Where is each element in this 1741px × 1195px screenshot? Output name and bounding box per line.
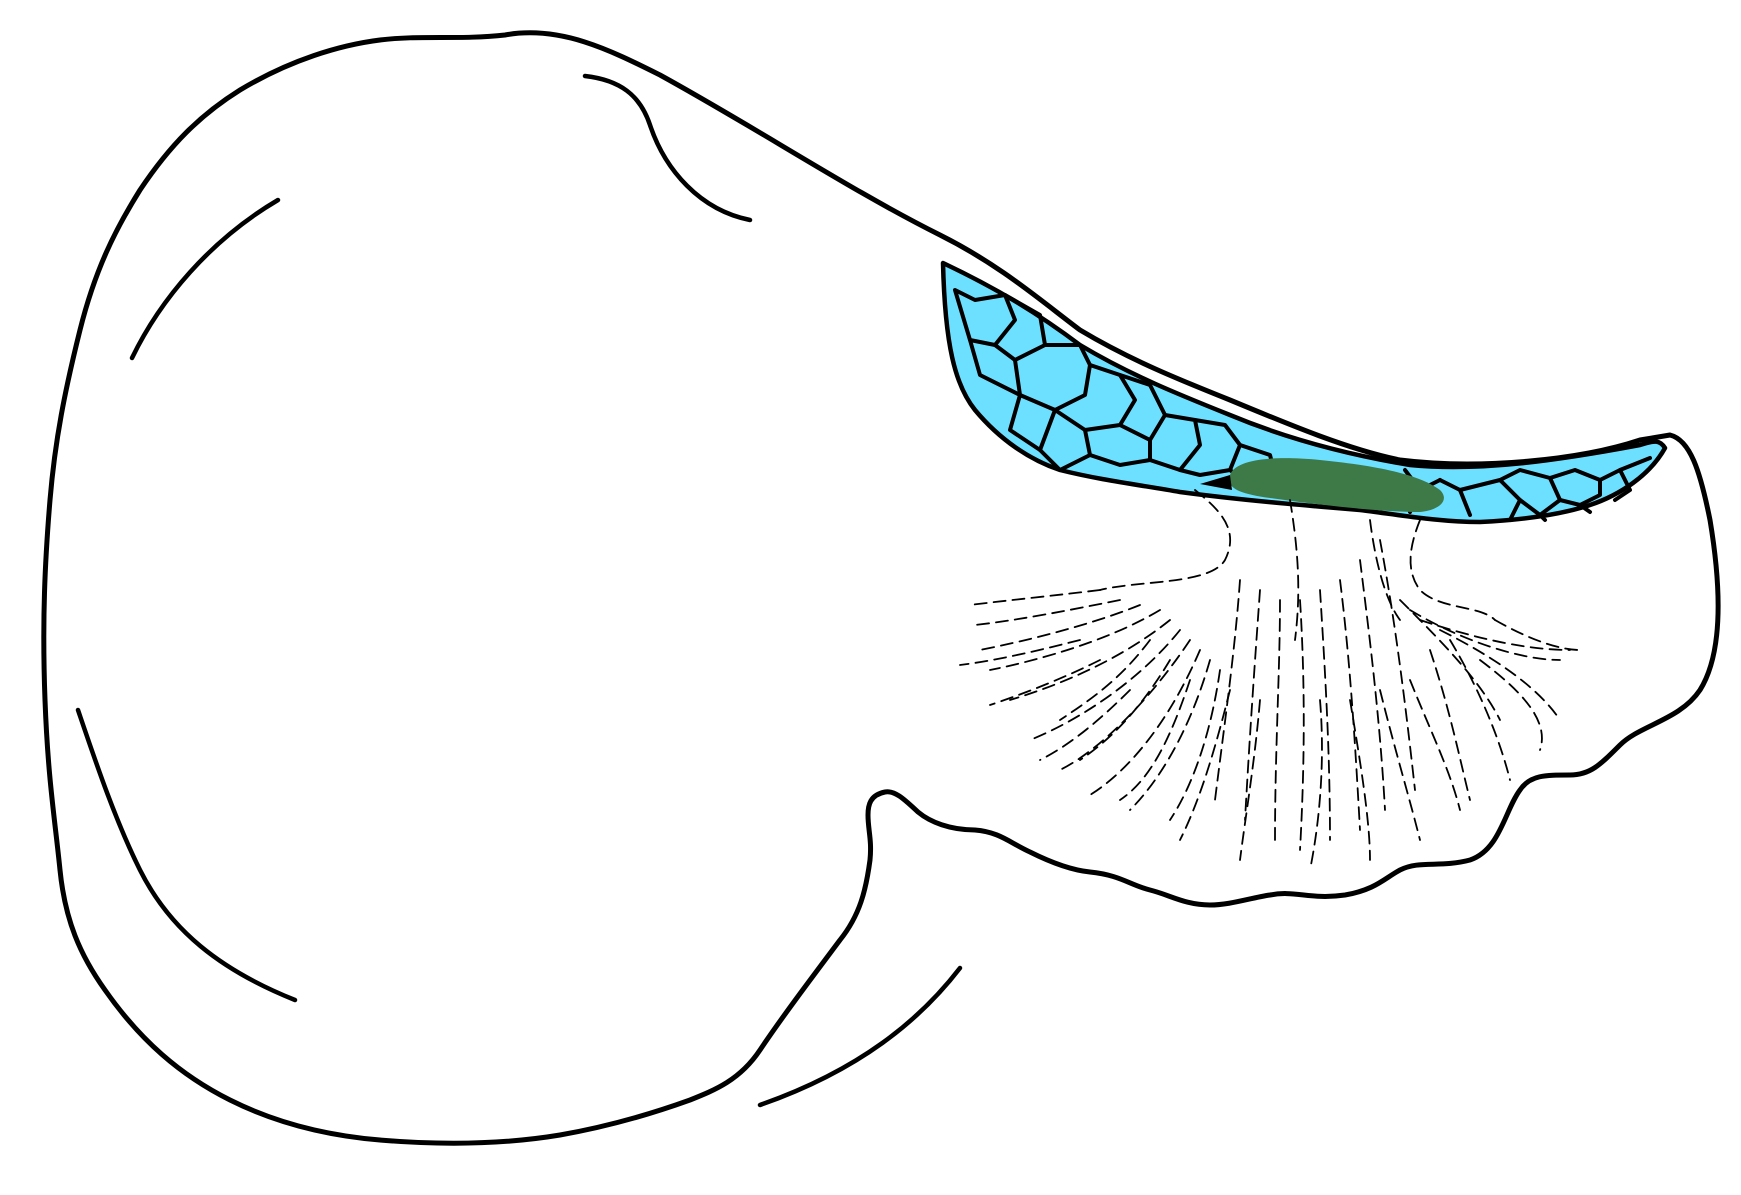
filament-9 [1059, 639, 1191, 771]
filament-37 [1349, 699, 1371, 861]
filament-21 [1289, 499, 1300, 641]
filament-35 [1239, 699, 1261, 861]
bottom-inner-contour [757, 965, 963, 1108]
filament-25 [1419, 619, 1571, 651]
filament-31 [1059, 639, 1151, 721]
top-notch-contour [582, 73, 753, 223]
filament-10 [1089, 649, 1201, 796]
filament-33 [1119, 679, 1191, 801]
filament-42 [1039, 689, 1131, 761]
filament-27 [1449, 639, 1511, 781]
filament-16 [1299, 599, 1305, 851]
filament-4 [974, 599, 1121, 626]
filament-18 [1339, 579, 1361, 831]
filament-2 [1409, 519, 1496, 621]
filament-1 [1099, 489, 1231, 591]
filament-15 [1274, 599, 1281, 841]
outer-outline [41, 30, 1721, 1146]
filament-41 [989, 659, 1101, 706]
filament-6 [989, 609, 1161, 671]
filament-24 [1409, 609, 1561, 661]
filament-32 [1079, 659, 1171, 761]
filament-5 [979, 604, 1141, 651]
filament-34 [1179, 689, 1231, 841]
filament-38 [1379, 689, 1421, 841]
filament-40 [959, 639, 1081, 666]
filament-13 [1214, 579, 1241, 801]
filament-14 [1244, 589, 1261, 821]
left-inner-contour [75, 707, 298, 1003]
green-elongated-structure [1229, 458, 1444, 512]
filament-12 [1169, 669, 1221, 821]
filament-36 [1309, 699, 1323, 871]
filament-19 [1359, 559, 1386, 811]
filament-22 [1369, 519, 1401, 621]
filament-17 [1319, 589, 1331, 841]
filament-39 [1409, 679, 1461, 811]
filament-23 [1399, 599, 1501, 721]
dashed-radiating-filaments [959, 489, 1581, 871]
upper-left-inner-contour [129, 197, 281, 361]
filament-29 [1494, 619, 1581, 651]
filament-26 [1439, 629, 1561, 721]
blue-cell-layer [940, 260, 1668, 525]
filament-3 [969, 589, 1101, 606]
filament-8 [1029, 629, 1181, 741]
filament-30 [1479, 659, 1543, 751]
green-structure-tip [1200, 475, 1232, 490]
filament-28 [1429, 649, 1471, 801]
filament-20 [1379, 539, 1416, 791]
filament-11 [1129, 659, 1211, 811]
filament-7 [1009, 619, 1171, 701]
